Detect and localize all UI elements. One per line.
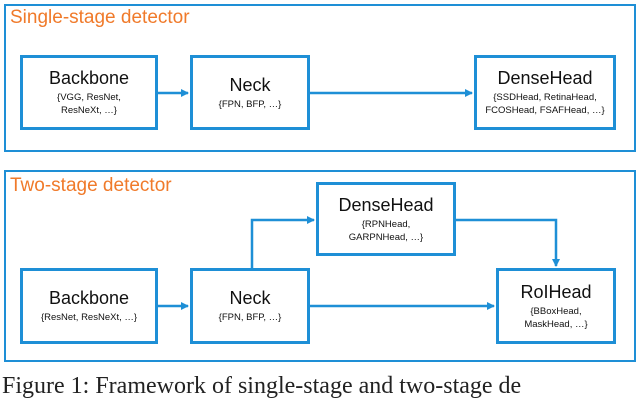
two-roihead-title: RoIHead <box>520 281 592 302</box>
two-densehead-title: DenseHead <box>338 194 434 215</box>
two-roihead-sub-2: MaskHead, …} <box>524 318 588 330</box>
two-densehead-sub-2: GARPNHead, …} <box>348 231 424 243</box>
arrow-two-neck-densehead <box>250 216 315 268</box>
single-densehead-title: DenseHead <box>497 68 593 88</box>
figure-caption: Figure 1: Framework of single-stage and … <box>2 373 522 399</box>
single-backbone-box: Backbone {VGG, ResNet, ResNeXt, …} <box>20 55 158 130</box>
two-backbone-title: Backbone <box>48 288 130 308</box>
arrow-two-densehead-roihead <box>456 218 560 267</box>
two-backbone-box: Backbone {ResNet, ResNeXt, …} <box>20 268 158 344</box>
single-backbone-title: Backbone <box>48 68 130 88</box>
two-neck-box: Neck {FPN, BFP, …} <box>190 268 310 344</box>
single-backbone-sub-2: ResNeXt, …} <box>61 105 117 116</box>
single-densehead-sub-2: FCOSHead, FSAFHead, …} <box>485 105 605 116</box>
two-neck-title: Neck <box>229 288 271 308</box>
two-roihead-box: RoIHead {BBoxHead, MaskHead, …} <box>496 268 616 344</box>
single-neck-title: Neck <box>229 74 271 95</box>
two-densehead-sub-1: {RPNHead, <box>361 218 411 230</box>
two-roihead-sub-1: {BBoxHead, <box>530 305 582 317</box>
single-neck-sub-1: {FPN, BFP, …} <box>218 98 282 110</box>
single-neck-box: Neck {FPN, BFP, …} <box>190 55 310 130</box>
single-densehead-sub-1: {SSDHead, RetinaHead, <box>493 92 597 103</box>
two-densehead-box: DenseHead {RPNHead, GARPNHead, …} <box>316 182 456 256</box>
two-backbone-sub-1: {ResNet, ResNeXt, …} <box>40 312 138 323</box>
single-densehead-box: DenseHead {SSDHead, RetinaHead, FCOSHead… <box>474 55 616 130</box>
single-stage-title: Single-stage detector <box>10 7 190 28</box>
single-backbone-sub-1: {VGG, ResNet, <box>57 92 121 103</box>
two-neck-sub-1: {FPN, BFP, …} <box>218 312 282 323</box>
two-stage-title: Two-stage detector <box>10 175 172 196</box>
